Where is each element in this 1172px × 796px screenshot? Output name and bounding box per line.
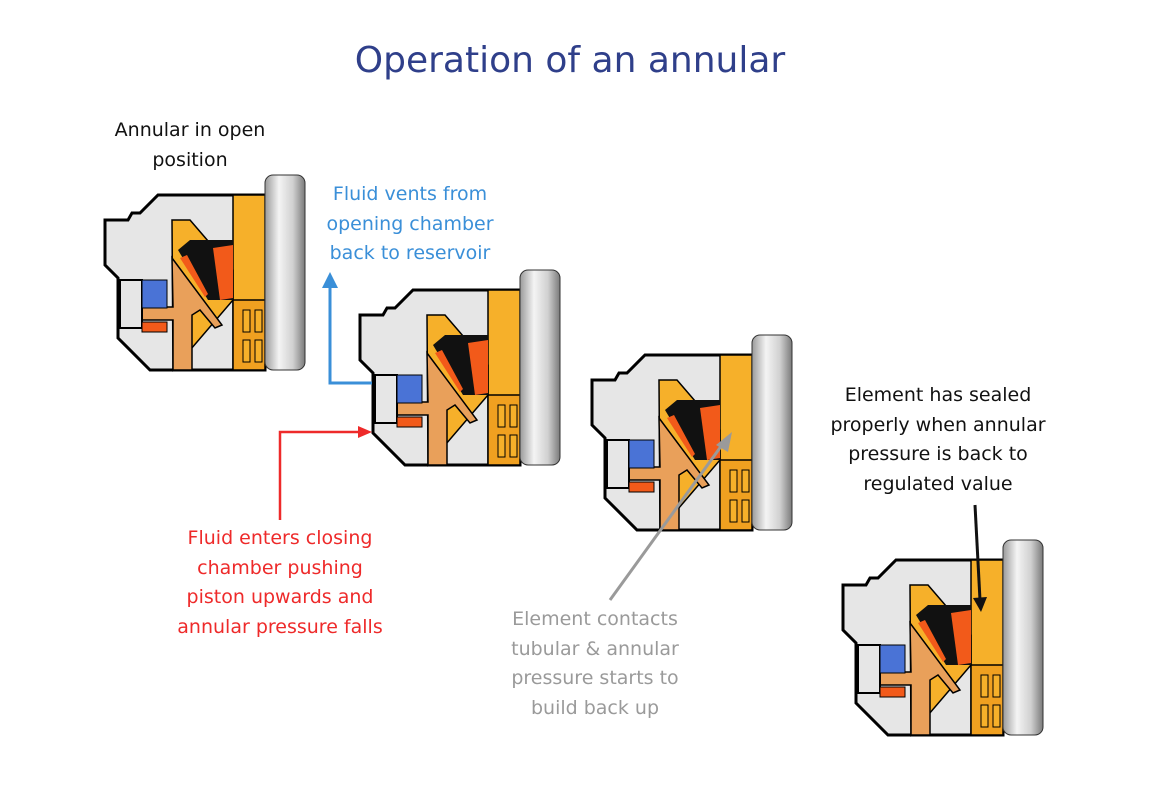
label-line: chamber pushing bbox=[197, 556, 363, 579]
slide-title: Operation of an annular bbox=[354, 40, 786, 81]
label-line: annular pressure falls bbox=[177, 615, 383, 638]
vent-arrowhead-icon bbox=[322, 272, 338, 288]
label-fluid-enters: Fluid enters closing chamber pushing pis… bbox=[160, 524, 400, 642]
label-line: pressure starts to bbox=[511, 667, 679, 689]
label-element-sealed: Element has sealed properly when annular… bbox=[808, 381, 1068, 499]
annular-diagram-contact bbox=[590, 333, 794, 532]
label-line: Annular in open bbox=[114, 119, 266, 141]
label-line: tubular & annular bbox=[511, 637, 679, 660]
label-fluid-vents: Fluid vents from opening chamber back to… bbox=[300, 180, 520, 269]
contact-arrowhead-icon bbox=[716, 432, 732, 452]
annular-diagram-open bbox=[103, 173, 307, 372]
label-line: Fluid enters closing bbox=[187, 527, 373, 549]
label-line: back to reservoir bbox=[329, 242, 491, 264]
label-line: pressure is back to bbox=[848, 443, 1028, 465]
label-line: opening chamber bbox=[326, 212, 494, 235]
vent-arrow bbox=[328, 285, 372, 385]
label-line: properly when annular bbox=[830, 413, 1046, 436]
label-line: position bbox=[152, 148, 228, 171]
annular-diagram-closing bbox=[358, 268, 562, 467]
label-element-contacts: Element contacts tubular & annular press… bbox=[485, 605, 705, 723]
label-line: Fluid vents from bbox=[332, 183, 488, 205]
label-line: piston upwards and bbox=[186, 586, 374, 608]
label-open-position: Annular in open position bbox=[90, 116, 290, 175]
contact-pointer bbox=[608, 444, 724, 601]
label-line: Element has sealed bbox=[844, 384, 1032, 406]
label-line: build back up bbox=[530, 696, 660, 719]
sealed-pointer bbox=[973, 504, 982, 601]
label-line: Element contacts bbox=[512, 608, 678, 630]
enter-arrowhead-icon bbox=[358, 426, 372, 438]
label-line: regulated value bbox=[863, 472, 1013, 495]
enter-arrow bbox=[278, 430, 360, 520]
annular-diagram-sealed bbox=[841, 538, 1045, 737]
sealed-arrowhead-icon bbox=[973, 597, 987, 612]
